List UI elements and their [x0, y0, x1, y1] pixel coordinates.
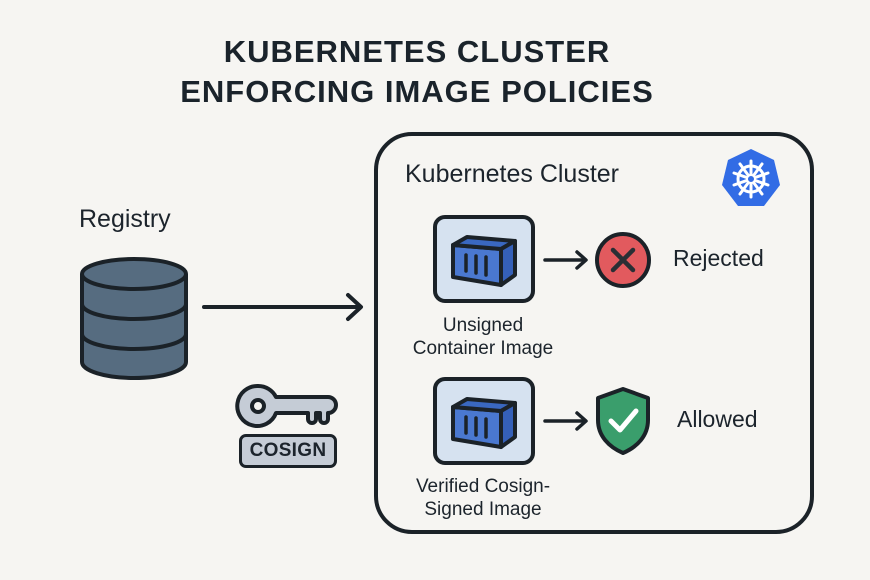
x-circle-icon: [595, 232, 651, 288]
kubernetes-helm-icon: [722, 149, 780, 206]
cosign-badge: COSIGN: [239, 434, 337, 468]
diagram-title: KUBERNETES CLUSTER ENFORCING IMAGE POLIC…: [0, 32, 834, 112]
image-label-signed: Verified Cosign- Signed Image: [402, 475, 564, 521]
image-label-line-1: Unsigned: [442, 315, 524, 336]
image-label-line-2: Signed Image: [424, 499, 542, 520]
title-line-2: ENFORCING IMAGE POLICIES: [180, 74, 654, 109]
image-label-line-1: Verified Cosign-: [415, 476, 551, 497]
image-label-unsigned: Unsigned Container Image: [402, 314, 564, 360]
container-icon: [433, 215, 535, 303]
flow-arrow: [202, 293, 363, 321]
flow-arrow: [543, 411, 588, 431]
database-icon: [80, 257, 188, 380]
key-icon: [235, 383, 338, 428]
container-icon: [433, 377, 535, 465]
cosign-badge-text: COSIGN: [249, 440, 327, 461]
flow-arrow: [543, 250, 588, 270]
shield-check-icon: [596, 387, 650, 455]
cluster-label: Kubernetes Cluster: [405, 160, 620, 188]
title-line-1: KUBERNETES CLUSTER: [223, 34, 611, 69]
result-label-rejected: Rejected: [673, 245, 764, 271]
image-label-line-2: Container Image: [412, 338, 554, 359]
kubernetes-cluster-box: [374, 132, 814, 534]
result-label-allowed: Allowed: [677, 406, 758, 432]
registry-label: Registry: [79, 205, 171, 233]
